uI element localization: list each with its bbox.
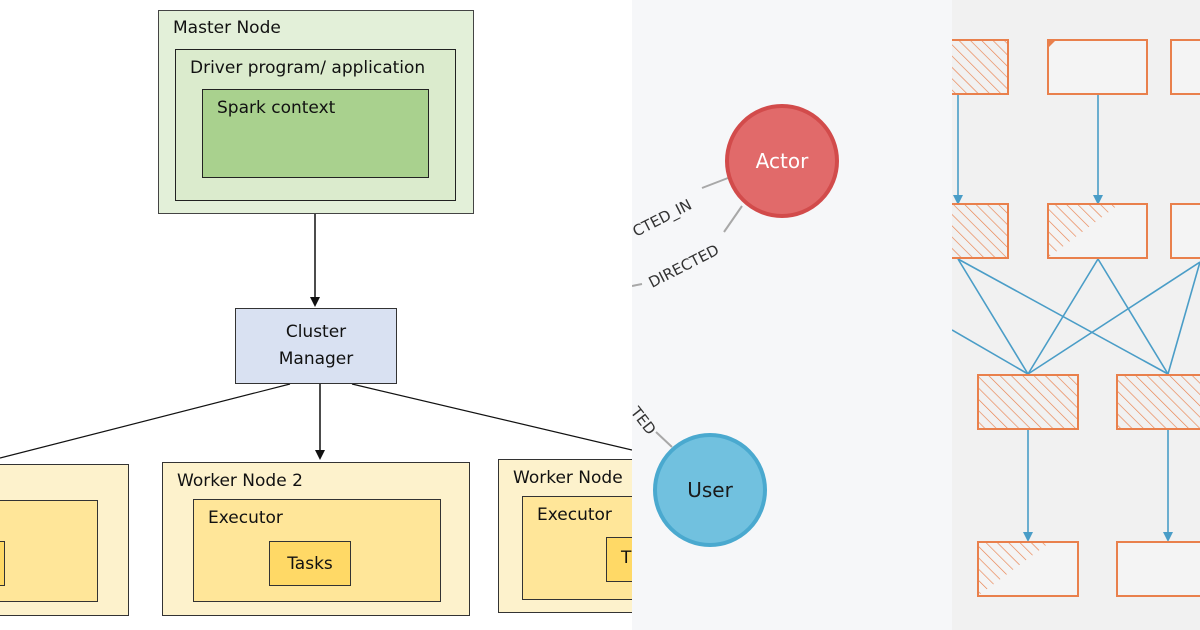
worker-node-2-tasks-box: Tasks [269,541,351,586]
line-cluster-manager-to-worker-3 [351,383,632,451]
worker-node-2-tasks-label: Tasks [287,553,333,574]
worker-node-3-tasks-box: T [606,537,632,582]
dag-node-empty [1170,39,1200,95]
line-cluster-manager-to-worker-1 [0,383,291,459]
dag-edge [952,329,1029,375]
edge-directed-stub [632,283,643,287]
worker-node-1-executor-box [0,500,98,602]
dag-node-empty [1116,541,1200,597]
cluster-manager-box: Cluster Manager [235,308,397,384]
edge-directed-in-line [701,177,729,189]
driver-program-label: Driver program/ application [190,58,426,78]
edge-label-directed: DIRECTED [646,241,722,292]
worker-node-3-tasks-label: T [621,548,632,568]
dag-node-corner-mark [1048,40,1056,48]
dag-canvas [952,39,1200,597]
dag-node-hatched [952,203,1009,259]
dag-edge [1027,261,1200,375]
worker-node-3-label: Worker Node [513,468,623,488]
dag-node-hatched [977,374,1079,430]
worker-node-3-executor-label: Executor [537,505,612,525]
actor-node-label: Actor [756,149,809,173]
cluster-manager-label-line1: Cluster [285,322,347,342]
dag-node-hatch-fill [979,543,1049,595]
graph-canvas: CTED_IN DIRECTED TED Actor User [632,104,839,547]
worker-node-1-tasks-box [0,541,5,586]
dag-node-empty [1047,39,1148,95]
worker-node-2-label: Worker Node 2 [177,471,303,491]
dag-node-hatch-fill [1049,205,1118,257]
dag-diagram [952,0,1200,630]
worker-node-2-executor-label: Executor [208,508,283,528]
edge-user-line [655,431,673,448]
dag-node-hatched [952,39,1009,95]
spark-context-label: Spark context [217,98,336,118]
user-node-label: User [687,478,733,502]
dag-edge [957,258,1169,375]
master-node-label: Master Node [173,18,281,38]
actor-node[interactable] [725,104,839,218]
cluster-manager-label-line2: Manager [278,349,354,369]
dag-node-empty [1170,203,1200,259]
dag-edge [1167,261,1200,375]
dag-edge [957,258,1029,375]
edge-label-directed-in: CTED_IN [632,196,695,242]
spark-context-box: Spark context [202,89,429,178]
spark-architecture-diagram: Master Node Driver program/ application … [0,10,632,616]
dag-edge [1097,258,1169,375]
user-node[interactable] [653,433,767,547]
dag-node-hatched [1116,374,1200,430]
graph-diagram: CTED_IN DIRECTED TED Actor User [632,0,952,630]
edge-directed-line [723,205,743,233]
edge-label-partial: TED [632,403,660,439]
